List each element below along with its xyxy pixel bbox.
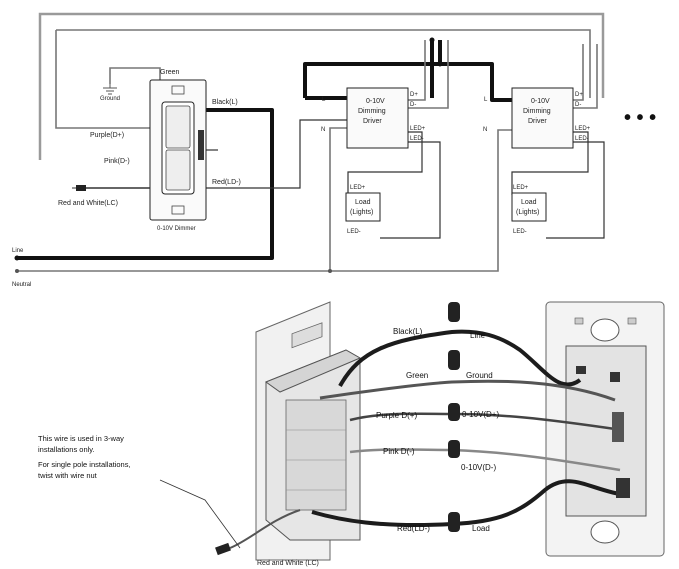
ground-symbol-icon bbox=[103, 84, 117, 95]
photo-redwhite-label: Red and White (LC) bbox=[257, 560, 319, 567]
install-illustration: Black(L) Line Green Ground Purple D(+) 0… bbox=[38, 301, 665, 567]
driver-1-term-dplus: D+ bbox=[410, 92, 418, 98]
photo-dminus-label: 0-10V(D-) bbox=[461, 463, 496, 472]
driver-1-term-ledminus: LED- bbox=[410, 136, 424, 142]
note-line-3: For single pole installations, bbox=[38, 460, 131, 469]
wire-connector-icon bbox=[72, 185, 150, 191]
driver-1-term-ledplus: LED+ bbox=[410, 126, 426, 132]
driver-2-title-2: Dimming bbox=[523, 108, 551, 115]
schem-purple-label: Purple(D+) bbox=[90, 132, 124, 139]
neutral-label: Neutral bbox=[12, 282, 31, 288]
driver-2-term-dplus: D+ bbox=[575, 92, 583, 98]
wire-nut-icon bbox=[448, 302, 460, 322]
photo-purple-label: Purple D(+) bbox=[376, 411, 417, 420]
note-line-2: installations only. bbox=[38, 445, 95, 454]
schematic: Green Ground Black(L) Purple(D+) Pink(D-… bbox=[12, 12, 656, 288]
load-1: Load (Lights) LED+ LED- bbox=[345, 185, 381, 235]
photo-load-label: Load bbox=[472, 524, 490, 533]
photo-red-label: Red(LD-) bbox=[397, 524, 430, 533]
dimmer-device bbox=[149, 79, 207, 221]
load-2-ledminus: LED- bbox=[513, 229, 527, 235]
schem-redwhite-label: Red and White(LC) bbox=[58, 200, 118, 207]
driver-2-term-n: N bbox=[483, 127, 487, 133]
note-line-1: This wire is used in 3-way bbox=[38, 434, 124, 443]
photo-green-label: Green bbox=[406, 371, 428, 380]
driver-2-title-1: 0-10V bbox=[531, 98, 550, 105]
continuation-dots: • • • bbox=[624, 107, 656, 129]
photo-line-label: Line bbox=[470, 331, 486, 340]
load-2-line1: Load bbox=[521, 199, 537, 206]
schem-black-label: Black(L) bbox=[212, 99, 238, 106]
driver-2-term-l: L bbox=[484, 97, 488, 103]
load-2-line2: (Lights) bbox=[516, 209, 539, 216]
load-1-line2: (Lights) bbox=[350, 209, 373, 216]
schem-pink-label: Pink(D-) bbox=[104, 158, 130, 165]
load-2-ledplus: LED+ bbox=[513, 185, 529, 191]
photo-black-label: Black(L) bbox=[393, 327, 423, 336]
photo-ground-label: Ground bbox=[466, 371, 493, 380]
wire-nut-icon bbox=[448, 512, 460, 532]
driver-1: 0-10V Dimming Driver L N D+ D- LED+ LED- bbox=[321, 87, 426, 149]
photo-pink-label: Pink D(-) bbox=[383, 447, 415, 456]
driver-1-title-3: Driver bbox=[363, 118, 382, 125]
wire-nut-icon bbox=[448, 440, 460, 458]
photo-dplus-label: 0-10V(D+) bbox=[462, 410, 499, 419]
load-1-line1: Load bbox=[355, 199, 371, 206]
driver-2-term-ledminus: LED- bbox=[575, 136, 589, 142]
driver-2-title-3: Driver bbox=[528, 118, 547, 125]
schem-red-label: Red(LD-) bbox=[212, 179, 241, 186]
line-label: Line bbox=[12, 248, 24, 254]
installation-note: This wire is used in 3-way installations… bbox=[38, 434, 241, 549]
note-line-4: twist with wire nut bbox=[38, 471, 98, 480]
load-1-ledminus: LED- bbox=[347, 229, 361, 235]
driver-2: 0-10V Dimming Driver L N D+ D- LED+ LED- bbox=[483, 87, 591, 149]
schem-ground-label: Ground bbox=[100, 96, 120, 102]
driver-1-title-1: 0-10V bbox=[366, 98, 385, 105]
load-2: Load (Lights) LED+ LED- bbox=[511, 185, 547, 235]
driver-1-term-dminus: D- bbox=[410, 102, 416, 108]
driver-1-term-n: N bbox=[321, 127, 325, 133]
wire-nut-icon bbox=[448, 403, 460, 421]
driver-2-term-ledplus: LED+ bbox=[575, 126, 591, 132]
schem-green-label: Green bbox=[160, 69, 180, 76]
driver-2-term-dminus: D- bbox=[575, 102, 581, 108]
driver-1-term-l: L bbox=[322, 97, 326, 103]
wire-nut-icon bbox=[448, 350, 460, 370]
driver-1-title-2: Dimming bbox=[358, 108, 386, 115]
dimmer-caption: 0-10V Dimmer bbox=[157, 226, 196, 232]
load-1-ledplus: LED+ bbox=[350, 185, 366, 191]
